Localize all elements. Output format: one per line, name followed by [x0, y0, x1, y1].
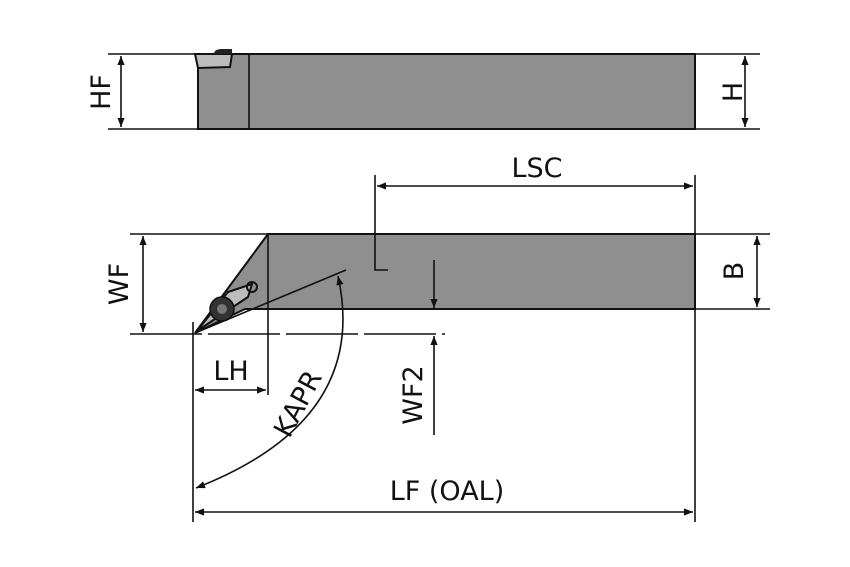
h-label: H	[718, 82, 749, 102]
lh-label: LH	[213, 356, 248, 387]
b-label: B	[719, 262, 750, 281]
kapr-label: KAPR	[268, 365, 329, 442]
shank-side-view	[194, 233, 696, 334]
side-view: LSC WF B WF2 LH KAPR LF (OAL)	[104, 153, 770, 522]
kapr-angle-arc	[195, 275, 344, 489]
wf-label: WF	[104, 263, 135, 305]
lsc-label: LSC	[511, 153, 562, 184]
lf-label: LF (OAL)	[390, 476, 505, 507]
clamp-icon	[214, 49, 232, 54]
hf-label: HF	[86, 74, 117, 110]
insert-top-view	[193, 53, 234, 70]
wf2-label: WF2	[398, 365, 429, 424]
top-view: HF H	[86, 49, 760, 130]
shank-top-view	[197, 53, 696, 130]
